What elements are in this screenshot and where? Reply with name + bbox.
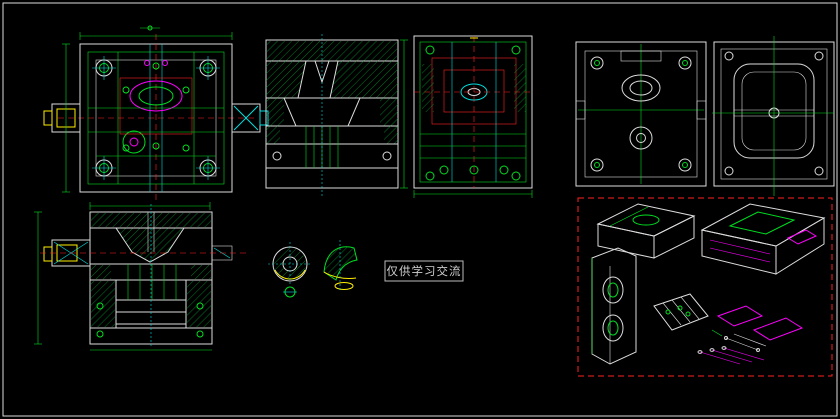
dimension-lines bbox=[62, 25, 233, 193]
molded-part-profile[interactable] bbox=[323, 240, 358, 292]
ejector-pin-lines[interactable] bbox=[127, 264, 177, 300]
front-section-view[interactable] bbox=[265, 34, 408, 196]
iso-3d-parts-region[interactable] bbox=[577, 197, 833, 377]
watermark-text: 仅供学习交流 bbox=[387, 264, 462, 278]
ejector-plan-view[interactable] bbox=[413, 35, 533, 198]
3d-region-border bbox=[577, 197, 833, 377]
locating-ring[interactable] bbox=[621, 74, 661, 102]
iso-ejector-pin-bundle[interactable] bbox=[697, 346, 765, 365]
right-locating-block[interactable] bbox=[231, 103, 269, 133]
iso-slide-parts[interactable] bbox=[711, 305, 804, 352]
watermark-box: 仅供学习交流 bbox=[384, 260, 464, 282]
clamp-plate-plan-view[interactable] bbox=[575, 41, 707, 187]
side-section-view[interactable] bbox=[34, 202, 250, 351]
mold-plan-view[interactable] bbox=[43, 25, 269, 200]
cavity-ellipse[interactable] bbox=[129, 80, 183, 112]
cavity-plate-plan-view[interactable] bbox=[712, 36, 835, 196]
round-part-section[interactable] bbox=[268, 242, 312, 298]
part-detail-views[interactable] bbox=[268, 240, 358, 298]
guide-pillar-circles[interactable] bbox=[92, 56, 220, 180]
iso-plate-with-holes[interactable] bbox=[591, 247, 637, 365]
iso-grid-plate[interactable] bbox=[653, 293, 709, 331]
iso-cavity-half[interactable] bbox=[596, 203, 696, 259]
iso-core-half[interactable] bbox=[700, 203, 826, 275]
